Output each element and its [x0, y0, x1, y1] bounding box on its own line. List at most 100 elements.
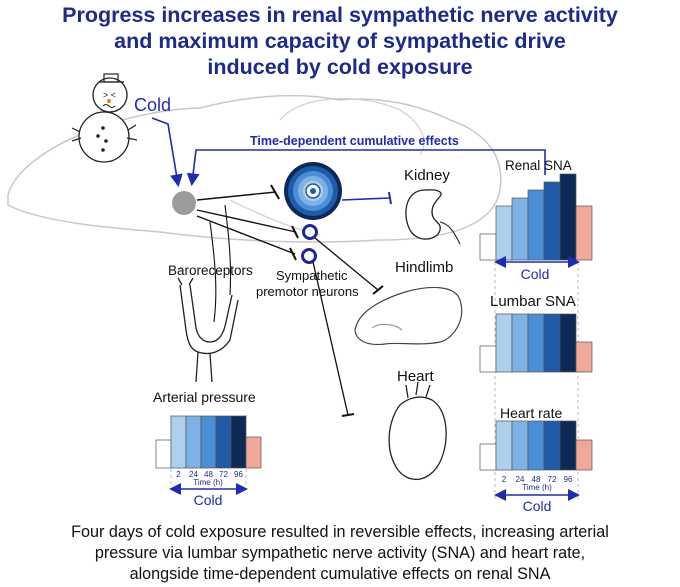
- cold-bar: [495, 420, 513, 471]
- baroreceptor-afferent-2: [224, 204, 232, 296]
- time-tick-label: 72: [548, 475, 557, 484]
- title-line-1: Progress increases in renal sympathetic …: [62, 3, 618, 27]
- cold-bar: [527, 313, 545, 373]
- lumbar-panel-title: Lumbar SNA: [490, 293, 576, 310]
- cold-bar: [200, 415, 217, 469]
- cerebellum-outline: [279, 97, 425, 156]
- heart-rate-bars: [479, 420, 593, 471]
- premotor-neuron-ring: [301, 248, 317, 264]
- arterial-pressure-bars: [155, 415, 262, 469]
- cold-bar: [543, 181, 561, 261]
- caption-line-1: Four days of cold exposure resulted in r…: [71, 523, 609, 541]
- heart-label: Heart: [397, 368, 435, 385]
- title-line-3: induced by cold exposure: [207, 55, 473, 79]
- arterial-cold-label: Cold: [194, 492, 223, 508]
- synapse-tick: [270, 184, 280, 200]
- cold-bar: [495, 313, 513, 373]
- snowman-icon: > <: [71, 73, 138, 163]
- caption-line-3: alongside time-dependent cumulative effe…: [129, 565, 551, 583]
- renal-premotor-neuron: [284, 162, 342, 220]
- baroreceptor-afferent: [209, 221, 217, 323]
- lumbar-efferent: [314, 237, 379, 291]
- cold-bar: [527, 189, 545, 261]
- heart-rate-time-label: Time (h): [522, 483, 552, 492]
- premotor-neuron-ring: [302, 224, 318, 240]
- lumbar-sna-bars: [479, 313, 593, 373]
- premotor-label-line1: Sympathetic: [276, 268, 348, 283]
- svg-text:> <: > <: [103, 90, 116, 100]
- cold-bar: [543, 313, 561, 373]
- time-tick-label: 48: [204, 470, 213, 479]
- baseline-bar: [479, 233, 497, 261]
- cold-label: Cold: [134, 95, 171, 115]
- cold-bar: [559, 420, 577, 471]
- time-tick-label: 2: [502, 475, 507, 484]
- cold-bar: [511, 420, 529, 471]
- kidney-icon: [405, 189, 442, 240]
- renal-cold-label: Cold: [521, 266, 550, 282]
- heart-rate-cold-label: Cold: [523, 498, 552, 514]
- time-tick-label: 96: [234, 470, 243, 479]
- aorta-icon: [177, 277, 239, 383]
- cold-bar: [527, 420, 545, 471]
- heart-rate-panel-title: Heart rate: [500, 405, 562, 421]
- recovery-bar: [575, 205, 593, 261]
- cold-bar: [230, 415, 247, 469]
- time-tick-label: 96: [564, 475, 573, 484]
- synapse-tick: [388, 191, 392, 205]
- recovery-bar: [245, 436, 262, 469]
- hindlimb-label: Hindlimb: [395, 259, 453, 276]
- title-line-2: and maximum capacity of sympathetic driv…: [114, 29, 566, 53]
- renal-sna-bars: [479, 173, 593, 261]
- time-tick-label: 2: [176, 470, 181, 479]
- ureter-line: [439, 221, 461, 245]
- arterial-time-ticks: 2 24 48 72 96: [176, 470, 243, 479]
- sensory-nucleus: [172, 191, 196, 215]
- projection-to-premotor-2: [196, 209, 297, 233]
- cumulative-arrow: [186, 149, 546, 187]
- cold-bar: [495, 205, 513, 261]
- synapse-tick: [291, 225, 299, 239]
- baseline-bar: [479, 345, 497, 373]
- baseline-bar: [479, 443, 497, 471]
- renal-panel-title: Renal SNA: [505, 158, 572, 173]
- time-tick-label: 48: [532, 475, 541, 484]
- hindlimb-icon: [354, 286, 463, 346]
- time-tick-label: 72: [219, 470, 228, 479]
- cold-bar: [511, 313, 529, 373]
- time-tick-label: 24: [189, 470, 198, 479]
- brain-outline: [7, 94, 502, 243]
- cold-bar: [185, 415, 202, 469]
- cold-bar: [543, 420, 561, 471]
- recovery-bar: [575, 341, 593, 373]
- cold-bar: [215, 415, 232, 469]
- synapse-tick: [372, 285, 384, 295]
- premotor-label-line2: premotor neurons: [256, 284, 359, 299]
- arterial-time-label: Time (h): [193, 478, 223, 487]
- projection-to-premotor-3: [196, 215, 296, 255]
- diagram-title: Progress increases in renal sympathetic …: [0, 2, 680, 80]
- synapse-tick: [289, 247, 297, 261]
- cold-bar: [559, 313, 577, 373]
- cold-arrow: [151, 117, 183, 188]
- baroreceptors-label: Baroreceptors: [168, 263, 253, 278]
- kidney-label: Kidney: [404, 167, 450, 184]
- projection-to-renal-premotor: [196, 191, 277, 201]
- diagram-caption: Four days of cold exposure resulted in r…: [0, 522, 680, 585]
- heart-rate-time-ticks: 2 24 48 72 96: [502, 475, 573, 484]
- cold-bar: [511, 197, 529, 261]
- hindlimb-detail: [371, 323, 403, 331]
- arterial-panel-title: Arterial pressure: [153, 389, 256, 405]
- recovery-bar: [575, 439, 593, 471]
- time-tick-label: 24: [516, 475, 525, 484]
- renal-efferent: [341, 197, 391, 201]
- synapse-tick: [341, 413, 355, 417]
- cold-bar: [559, 173, 577, 261]
- caption-line-2: pressure via lumbar sympathetic nerve ac…: [94, 544, 586, 562]
- cumulative-label: Time-dependent cumulative effects: [250, 134, 459, 148]
- heart-icon: [388, 381, 447, 480]
- cold-bar: [170, 415, 187, 469]
- cardiac-efferent: [312, 261, 349, 416]
- baseline-bar: [155, 439, 172, 469]
